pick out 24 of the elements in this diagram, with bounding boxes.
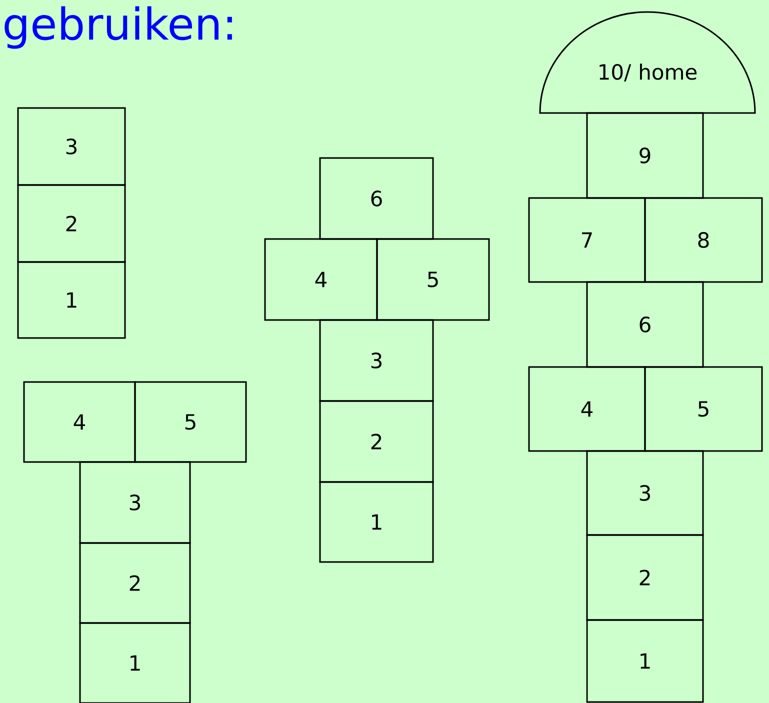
hopscotch-square: 6: [319, 157, 434, 240]
hopscotch-square: 5: [644, 366, 763, 452]
hopscotch-square: 2: [17, 184, 126, 263]
hopscotch-square: 4: [528, 366, 646, 452]
hopscotch-square: 5: [134, 381, 247, 463]
home-dome: 10/ home: [539, 11, 756, 114]
hopscotch-square: 5: [376, 238, 490, 321]
hopscotch-square: 9: [586, 112, 704, 199]
hopscotch-square: 6: [586, 281, 704, 368]
hopscotch-square: 1: [319, 481, 434, 563]
hopscotch-square: 2: [586, 534, 704, 621]
hopscotch-square: 2: [79, 542, 191, 624]
hopscotch-square: 1: [17, 261, 126, 339]
hopscotch-square: 3: [319, 319, 434, 402]
hopscotch-square: 3: [17, 107, 126, 186]
hopscotch-square: 3: [586, 450, 704, 536]
hopscotch-square: 8: [644, 197, 763, 283]
hopscotch-square: 2: [319, 400, 434, 483]
title: gebruiken:: [4, 6, 232, 49]
hopscotch-square: 3: [79, 461, 191, 544]
hopscotch-square: 1: [586, 619, 704, 703]
hopscotch-square: 4: [264, 238, 378, 321]
hopscotch-square: 4: [23, 381, 136, 463]
hopscotch-square: 7: [528, 197, 646, 283]
